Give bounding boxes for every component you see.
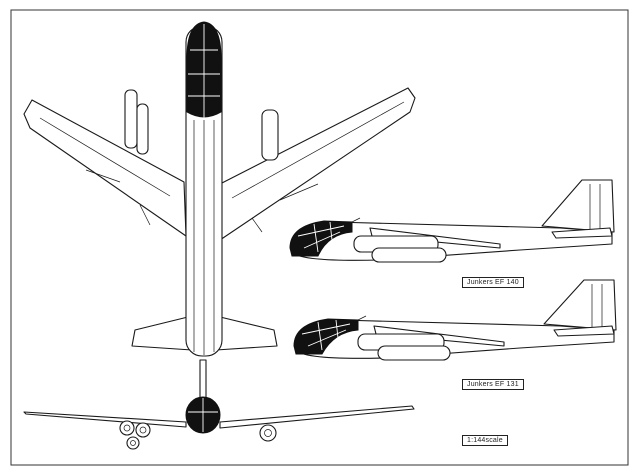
front-view-engine-left-b xyxy=(135,422,151,438)
ef131-tail-fin xyxy=(543,279,617,331)
top-view-right-wing xyxy=(219,87,416,241)
side-view-ef140 xyxy=(289,179,615,263)
ef140-tail-fin xyxy=(541,179,615,233)
top-view xyxy=(23,21,416,357)
ef131-engine-lower xyxy=(377,345,451,361)
side-view-ef131 xyxy=(293,279,617,361)
front-view-engine-left-a xyxy=(119,420,135,436)
label-junkers-ef140: Junkers EF 140 xyxy=(462,277,524,288)
drawing-frame xyxy=(10,9,629,466)
front-view-left-wing xyxy=(23,411,187,428)
front-view-engine-left-c xyxy=(126,436,140,450)
label-scale: 1:144scale xyxy=(462,435,508,446)
front-view-right-wing xyxy=(219,405,415,429)
label-junkers-ef131: Junkers EF 131 xyxy=(462,379,524,390)
front-view-engine-right xyxy=(259,424,277,442)
top-view-engine-left-inner xyxy=(136,103,149,155)
top-view-left-tailplane xyxy=(131,315,193,351)
top-view-left-wing xyxy=(23,99,187,237)
front-view xyxy=(23,359,415,450)
top-view-engine-right xyxy=(261,109,279,161)
top-view-engine-left-outer xyxy=(124,89,138,149)
ef140-engine-lower xyxy=(371,247,447,263)
top-view-right-tailplane xyxy=(215,315,278,351)
